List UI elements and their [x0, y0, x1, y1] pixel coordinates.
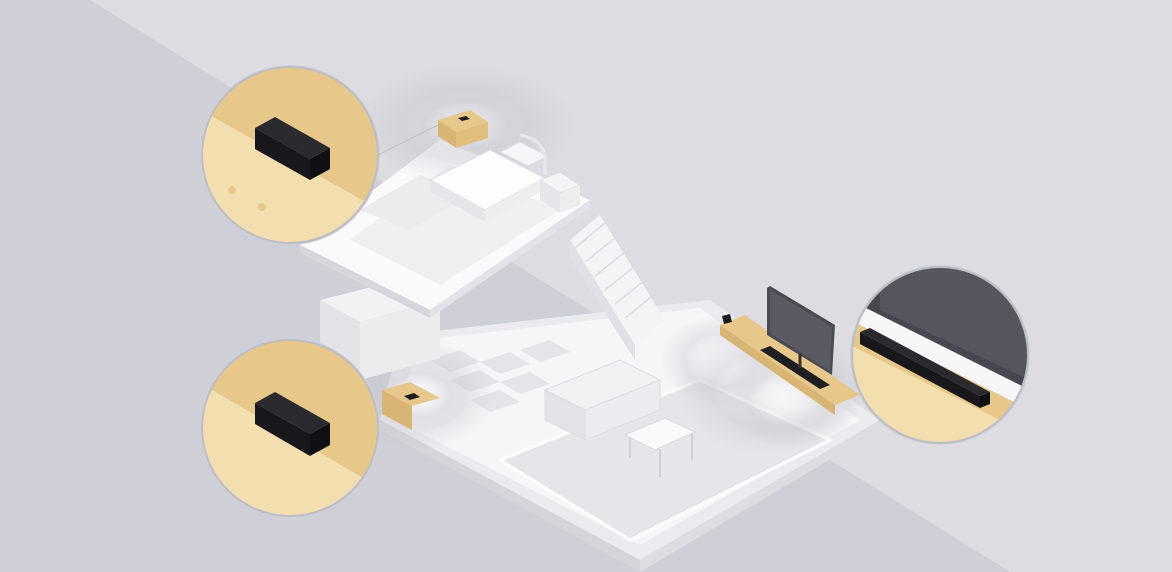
- callout-downstairs-speaker: [200, 338, 380, 518]
- glass-partition: [519, 133, 547, 175]
- bed: [428, 141, 550, 222]
- tv: [767, 286, 835, 375]
- downstairs-shelf: [382, 382, 440, 430]
- staircase: [570, 215, 665, 360]
- coffee-table: [623, 417, 697, 477]
- sofa: [543, 359, 662, 441]
- upstairs-shelf: [438, 110, 488, 148]
- tv-stand: [720, 314, 860, 415]
- callout-upstairs-speaker: [200, 65, 439, 245]
- callout-soundbar: [850, 265, 1030, 445]
- dresser: [538, 171, 582, 213]
